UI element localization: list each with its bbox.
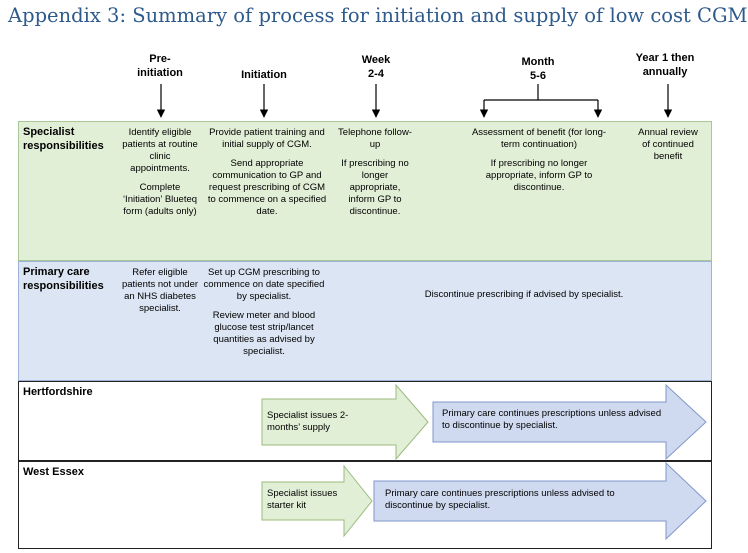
specialist-row-heading: Specialist responsibilities <box>23 125 104 153</box>
stage-init-line1: Initiation <box>241 69 287 81</box>
primary-row-heading: Primary care responsibilities <box>23 265 104 293</box>
specialist-week-text-1: Telephone follow-up <box>338 127 412 150</box>
west-essex-specialist-block-arrow <box>261 464 373 538</box>
page-title: Appendix 3: Summary of process for initi… <box>8 4 748 27</box>
primary-rest-text-1: Discontinue prescribing if advised by sp… <box>424 289 624 300</box>
stage-year-line2: annually <box>642 66 688 78</box>
stage-pre-line2: initiation <box>137 67 183 79</box>
hertfordshire-primary-label: Primary care continues prescriptions unl… <box>442 408 662 431</box>
primary-pre-initiation-cell: Refer eligible patients not under an NHS… <box>120 267 200 315</box>
stage-week-2-4: Week 2-4 <box>346 53 406 81</box>
specialist-pre-text-2: Complete ‘Initiation’ Blueteq form (adul… <box>122 182 198 217</box>
primary-heading-line1: Primary care <box>23 266 90 278</box>
primary-pre-text-1: Refer eligible patients not under an NHS… <box>121 267 199 314</box>
stage-month-line2: 5-6 <box>530 70 546 82</box>
stage-month-line1: Month <box>521 56 555 68</box>
west-essex-heading: West Essex <box>23 466 84 478</box>
stage-month-5-6: Month 5-6 <box>508 55 568 83</box>
hertfordshire-specialist-block-arrow <box>261 383 429 461</box>
specialist-responsibilities-band: Specialist responsibilities Identify eli… <box>18 121 712 261</box>
specialist-year-text-1: Annual review of continued benefit <box>638 127 698 162</box>
stage-year-line1: Year 1 then <box>635 52 695 64</box>
specialist-month-cell: Assessment of benefit (for long-term con… <box>469 127 609 194</box>
stage-week-line2: 2-4 <box>368 68 384 80</box>
specialist-pre-initiation-cell: Identify eligible patients at routine cl… <box>120 127 200 218</box>
hertfordshire-heading: Hertfordshire <box>23 386 93 398</box>
specialist-init-text-1: Provide patient training and initial sup… <box>209 127 325 150</box>
specialist-week-text-2: If prescribing no longer appropriate, in… <box>341 158 409 217</box>
primary-heading-line2: responsibilities <box>23 280 104 292</box>
west-essex-specialist-label: Specialist issues starter kit <box>267 488 338 511</box>
specialist-initiation-cell: Provide patient training and initial sup… <box>206 127 328 218</box>
specialist-heading-line1: Specialist <box>23 126 75 138</box>
stage-pre-line1: Pre- <box>149 53 171 65</box>
specialist-week-cell: Telephone follow-up If prescribing no lo… <box>337 127 413 218</box>
specialist-month-text-2: If prescribing no longer appropriate, in… <box>485 158 593 193</box>
hertfordshire-primary-block-arrow <box>432 383 707 461</box>
diagram-connectors <box>156 84 707 541</box>
specialist-month-text-1: Assessment of benefit (for long-term con… <box>471 127 607 150</box>
specialist-year-cell: Annual review of continued benefit <box>635 127 701 163</box>
specialist-heading-line2: responsibilities <box>23 140 104 152</box>
west-essex-primary-label: Primary care continues prescriptions unl… <box>385 488 615 511</box>
hertfordshire-specialist-label: Specialist issues 2-months’ supply <box>267 410 349 433</box>
specialist-pre-text-1: Identify eligible patients at routine cl… <box>122 127 198 174</box>
primary-init-text-2: Review meter and blood glucose test stri… <box>212 310 316 357</box>
stage-initiation: Initiation <box>222 68 306 82</box>
specialist-init-text-2: Send appropriate communication to GP and… <box>207 158 327 217</box>
primary-init-text-1: Set up CGM prescribing to commence on da… <box>203 267 325 302</box>
west-essex-primary-block-arrow <box>373 461 707 541</box>
primary-ongoing-cell: Discontinue prescribing if advised by sp… <box>349 289 699 301</box>
stage-week-line1: Week <box>361 54 391 66</box>
primary-initiation-cell: Set up CGM prescribing to commence on da… <box>202 267 326 358</box>
stage-year-1-annually: Year 1 then annually <box>622 51 708 79</box>
stage-pre-initiation: Pre- initiation <box>121 52 199 80</box>
primary-care-responsibilities-band: Primary care responsibilities Refer elig… <box>18 261 712 381</box>
